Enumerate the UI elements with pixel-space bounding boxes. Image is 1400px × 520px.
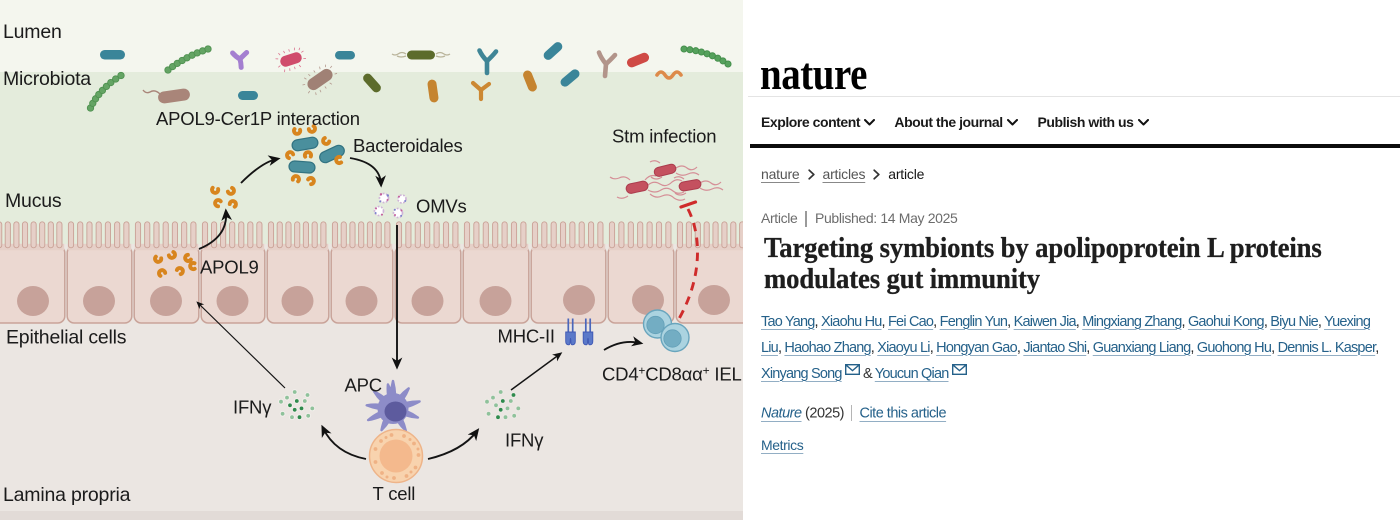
svg-text:CD4+CD8αα+ IEL: CD4+CD8αα+ IEL [602, 364, 742, 385]
svg-text:Lamina propria: Lamina propria [3, 484, 131, 506]
svg-text:APOL9: APOL9 [200, 257, 259, 278]
svg-text:APOL9-Cer1P interaction: APOL9-Cer1P interaction [156, 108, 360, 129]
svg-text:APC: APC [345, 375, 382, 396]
svg-text:Mucus: Mucus [5, 190, 62, 212]
svg-text:Stm infection: Stm infection [612, 126, 716, 147]
svg-text:Bacteroidales: Bacteroidales [353, 135, 463, 156]
svg-text:IFNγ: IFNγ [233, 397, 272, 418]
svg-text:MHC-II: MHC-II [498, 326, 555, 347]
svg-text:IFNγ: IFNγ [505, 430, 544, 451]
svg-text:Epithelial cells: Epithelial cells [6, 327, 127, 349]
svg-text:Microbiota: Microbiota [3, 68, 91, 90]
svg-text:Lumen: Lumen [3, 21, 62, 43]
svg-text:T cell: T cell [373, 483, 416, 504]
svg-text:OMVs: OMVs [416, 196, 467, 217]
